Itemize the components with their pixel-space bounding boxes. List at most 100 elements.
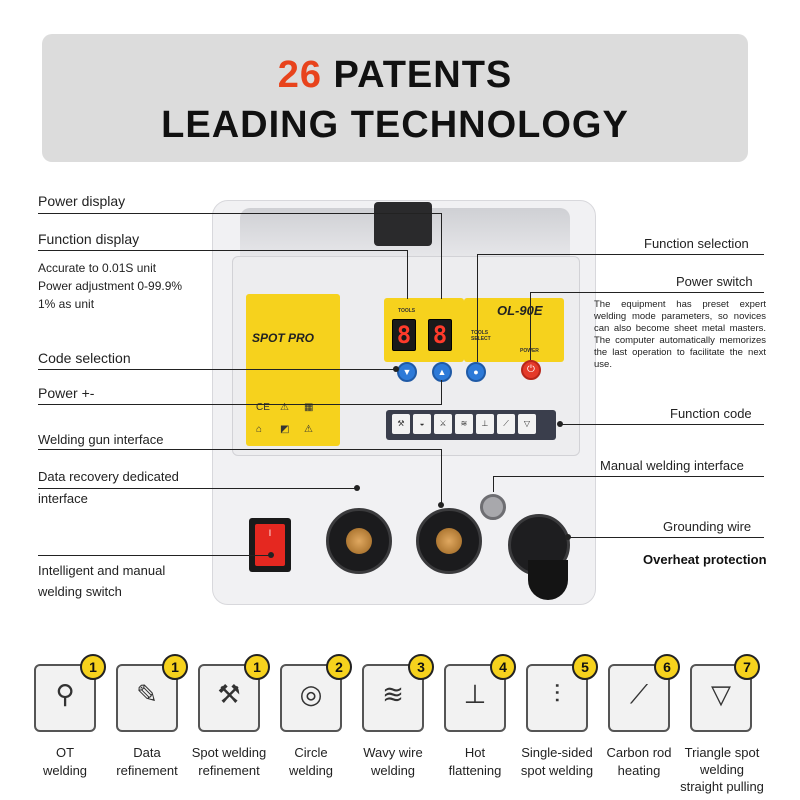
wavy-wire-icon: ≋ (382, 680, 404, 710)
tools-label: TOOLS (398, 308, 416, 314)
mode-caption-line1: Data (133, 745, 161, 760)
callout-line-data-recovery (38, 488, 358, 489)
mode-badge: 7 (734, 654, 760, 680)
mode-caption-line2: welding (699, 762, 745, 777)
callout-line-power-display-drop (441, 213, 442, 299)
flatten-icon: ⊥ (463, 680, 487, 710)
manual-icon: ◩ (280, 424, 290, 435)
callout-dot (268, 552, 274, 558)
callout-line-function-selection-drop (477, 254, 478, 362)
mode-caption: Triangle spot welding straight pulling (677, 744, 767, 795)
warning-icon: ⚠ (280, 402, 289, 413)
function-code-7: ▽ (518, 414, 536, 434)
machine-handle (374, 202, 432, 246)
mode-caption-line2: refinement (198, 763, 260, 778)
callout-dot (438, 502, 444, 508)
intelligent-manual-switch[interactable]: ⏽ (255, 524, 285, 566)
spot-gun-icon: ⚒ (217, 680, 241, 710)
label-function-detail-1: Accurate to 0.01S unit (38, 261, 157, 275)
brand-label-panel (246, 294, 340, 446)
callout-line-switch (38, 555, 272, 556)
header-banner: 26 PATENTS LEADING TECHNOLOGY (42, 34, 748, 162)
callout-line-power-plus-rise (441, 380, 442, 404)
mode-caption-line1: Carbon rod (606, 745, 672, 760)
mode-caption-line1: Triangle spot (684, 745, 760, 760)
callout-line-power-display (38, 213, 442, 214)
callout-line-manual-welding (494, 476, 764, 477)
label-intelligent-line2: welding switch (38, 584, 122, 599)
mode-badge: 1 (162, 654, 188, 680)
label-welding-gun-interface: Welding gun interface (38, 432, 164, 447)
callout-line-welding-gun (38, 449, 442, 450)
label-intelligent-line1: Intelligent and manual (38, 563, 166, 578)
function-code-4: ≋ (455, 414, 473, 434)
mode-caption-line1: Circle (294, 745, 328, 760)
label-function-detail-2: Power adjustment 0-99.9% (38, 279, 183, 293)
power-display-digit: 8 (428, 319, 452, 351)
callout-line-code-selection (38, 369, 396, 370)
mode-caption-line2: heating (617, 763, 661, 778)
callout-dot (354, 485, 360, 491)
ot-terminal-icon: ⚲ (55, 680, 75, 710)
callout-line-function-display-drop (407, 250, 408, 299)
label-function-selection: Function selection (644, 236, 749, 251)
mode-caption-line1: Wavy wire (363, 745, 423, 760)
label-power-plus-minus: Power +- (38, 385, 95, 401)
washer-icon: ◎ (299, 680, 323, 710)
carbon-rod-icon: ⟋ (629, 680, 649, 710)
callout-dot (393, 366, 399, 372)
mode-caption-line1: Single-sided (521, 745, 593, 760)
function-code-2: ◒ (413, 414, 431, 434)
callout-line-manual-welding-drop (493, 476, 494, 492)
callout-dot (565, 534, 571, 540)
label-function-code: Function code (670, 406, 752, 421)
socket-core (346, 528, 372, 554)
callout-line-function-display (38, 250, 408, 251)
caution-icon: ⚠ (304, 424, 313, 435)
mode-caption-line1: Spot welding (191, 745, 267, 760)
ce-mark-icon: CE (256, 402, 270, 413)
mode-caption-line3: straight pulling (680, 779, 764, 794)
power-down-button[interactable]: ▼ (397, 362, 417, 382)
mode-caption-line1: Hot (464, 745, 486, 760)
socket-core (436, 528, 462, 554)
function-select-button[interactable]: ● (466, 362, 486, 382)
callout-line-function-code (560, 424, 764, 425)
manual-welding-connector[interactable] (480, 494, 506, 520)
mode-badge: 2 (326, 654, 352, 680)
banner-title-rest: PATENTS (322, 54, 513, 96)
mode-caption-line2: spot welding (520, 763, 594, 778)
label-data-recovery-line1: Data recovery dedicated (38, 469, 179, 484)
callout-line-power-switch (530, 292, 764, 293)
model-text: OL-90E (497, 303, 543, 318)
mode-caption-line2: refinement (116, 763, 178, 778)
model-panel (464, 298, 564, 362)
label-data-recovery-line2: interface (38, 491, 88, 506)
function-code-5: ⊥ (476, 414, 494, 434)
mode-caption: Single-sided spot welding (511, 744, 603, 780)
mode-caption: Spot welding refinement (183, 744, 275, 780)
label-power-display: Power display (38, 193, 126, 209)
mode-caption: Carbon rod heating (593, 744, 685, 780)
callout-dot (557, 421, 563, 427)
mode-badge: 3 (408, 654, 434, 680)
power-up-button[interactable]: ▲ (432, 362, 452, 382)
single-spot-icon: ⫶ (553, 680, 561, 710)
pen-weld-icon: ✎ (136, 680, 158, 710)
function-code-6: ⟋ (497, 414, 515, 434)
function-display-digit: 8 (392, 319, 416, 351)
tools-select-label: TOOLS SELECT (471, 330, 491, 342)
banner-title-line1: 26 PATENTS (42, 54, 748, 97)
banner-title-line2: LEADING TECHNOLOGY (161, 104, 629, 146)
mode-tile-spot-refinement: ⚒ (198, 664, 260, 732)
function-code-3: ⚔ (434, 414, 452, 434)
power-switch-button[interactable]: ⏻ (521, 360, 541, 380)
label-grounding-wire: Grounding wire (663, 519, 752, 534)
label-power-switch-note: The equipment has preset expert welding … (594, 299, 766, 370)
power-label: POWER (520, 348, 539, 354)
label-function-detail-3: 1% as unit (38, 297, 95, 311)
panel-icon: ▦ (304, 402, 314, 413)
